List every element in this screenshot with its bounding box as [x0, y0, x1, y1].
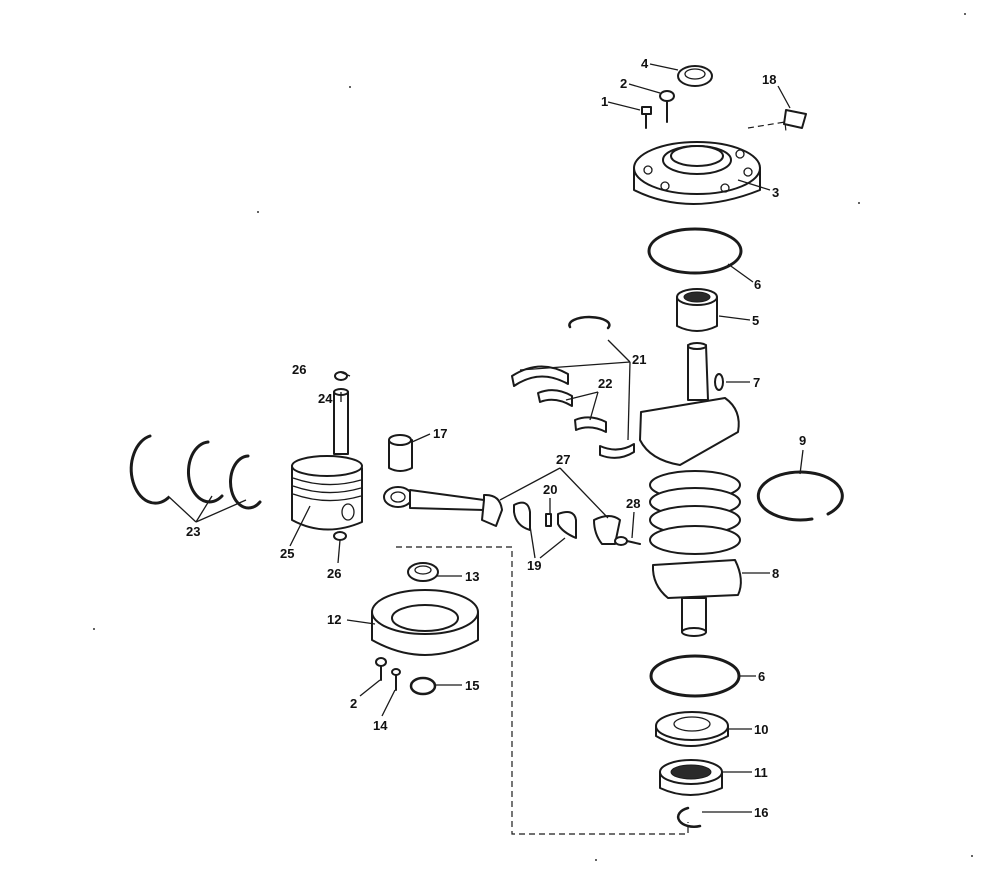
callout-24: 24 — [318, 391, 333, 406]
bearing-half-19b — [557, 511, 577, 539]
bearing-liner-21a — [511, 365, 569, 387]
retaining-ring-21 — [568, 315, 611, 330]
callout-1: 1 — [601, 94, 608, 109]
callout-23: 23 — [186, 524, 200, 539]
callout-5: 5 — [752, 313, 759, 328]
key-7 — [714, 373, 724, 391]
callout-26-top: 26 — [292, 362, 306, 377]
callout-6-top: 6 — [754, 277, 761, 292]
callout-2-bottom: 2 — [350, 696, 357, 711]
dowel-20 — [545, 513, 552, 527]
bearing-liner-21b — [599, 443, 635, 459]
callout-21: 21 — [632, 352, 646, 367]
callout-12: 12 — [327, 612, 341, 627]
screw-1 — [641, 106, 652, 129]
callout-20: 20 — [543, 482, 557, 497]
callout-27: 27 — [556, 452, 570, 467]
callout-28: 28 — [626, 496, 640, 511]
needle-bearing-17 — [388, 434, 413, 472]
retainer-26-bottom — [333, 531, 347, 541]
callout-14: 14 — [373, 718, 388, 733]
callout-10: 10 — [754, 722, 768, 737]
rod-bolt-28 — [614, 536, 641, 546]
callout-13: 13 — [465, 569, 479, 584]
screw-2-top — [659, 90, 675, 123]
callout-9: 9 — [799, 433, 806, 448]
screw-2-bottom — [375, 657, 387, 681]
seal-13 — [407, 562, 439, 582]
clip-18 — [783, 109, 807, 129]
ball-bearing-11 — [659, 759, 723, 796]
clip-18-guide — [747, 121, 787, 133]
callout-6-bottom: 6 — [758, 669, 765, 684]
callout-4: 4 — [641, 56, 649, 71]
retainer-plate-10 — [655, 711, 729, 747]
callout-2-top: 2 — [620, 76, 627, 91]
connecting-rod — [383, 486, 503, 527]
piston-ring-23a — [129, 434, 170, 505]
needle-cage-22 — [537, 389, 607, 433]
needle-bearing-5 — [676, 288, 718, 332]
piston-25 — [291, 455, 363, 531]
rod-cap-27 — [593, 515, 621, 545]
snap-ring-16 — [676, 806, 702, 828]
callout-22: 22 — [598, 376, 612, 391]
lower-bearing-housing-12 — [371, 589, 479, 656]
assembly-dash-line — [396, 546, 689, 835]
retainer-26-top — [334, 371, 348, 381]
callout-7: 7 — [753, 375, 760, 390]
seal-4 — [677, 65, 713, 87]
callout-18: 18 — [762, 72, 776, 87]
callout-19: 19 — [527, 558, 541, 573]
callout-25: 25 — [280, 546, 294, 561]
piston-ring-23c — [229, 454, 262, 510]
callout-15: 15 — [465, 678, 479, 693]
callout-26-bottom: 26 — [327, 566, 341, 581]
callout-labels: 1 2 2 3 4 5 6 6 7 8 9 10 11 12 13 14 15 … — [186, 56, 806, 820]
callout-11: 11 — [754, 765, 768, 780]
callout-3: 3 — [772, 185, 779, 200]
leader-lines — [167, 63, 804, 813]
bearing-half-19a — [513, 501, 531, 531]
o-ring-15 — [409, 676, 437, 696]
o-ring-6-top — [647, 227, 743, 275]
callout-17: 17 — [433, 426, 447, 441]
wrist-pin-24 — [333, 388, 349, 455]
background-specks — [93, 13, 973, 861]
snap-ring-9 — [756, 470, 844, 522]
crankshaft-8 — [639, 342, 742, 637]
piston-ring-23b — [186, 440, 224, 504]
callout-16: 16 — [754, 805, 768, 820]
o-ring-6-bottom — [649, 654, 741, 698]
upper-bearing-housing — [633, 141, 761, 205]
screw-14 — [391, 668, 401, 691]
callout-8: 8 — [772, 566, 779, 581]
